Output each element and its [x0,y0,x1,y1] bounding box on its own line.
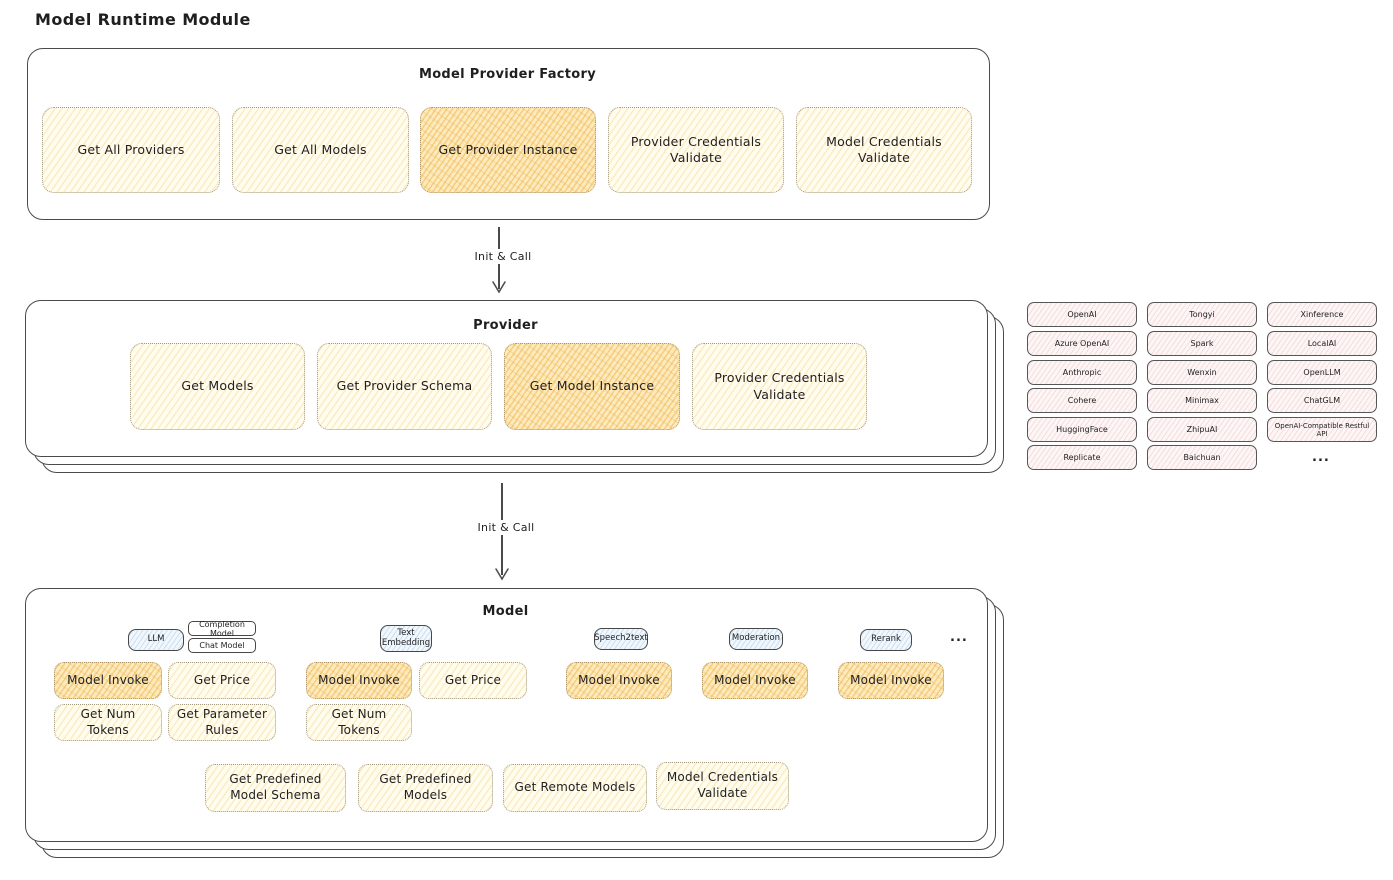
provider-item-openai: OpenAI [1027,302,1137,327]
node-get-all-models: Get All Models [232,107,409,193]
tab-llm: LLM [128,629,184,651]
provider-item-minimax: Minimax [1147,388,1257,413]
node-model-credentials-validate-2: Model Credentials Validate [656,762,789,810]
provider-item-replicate: Replicate [1027,445,1137,470]
node-get-predefined-model-schema: Get Predefined Model Schema [205,764,346,812]
provider-item-wenxin: Wenxin [1147,360,1257,385]
provider-item-anthropic: Anthropic [1027,360,1137,385]
provider-item-openllm: OpenLLM [1267,360,1377,385]
node-provider-credentials-validate: Provider Credentials Validate [608,107,784,193]
node-rerank-model-invoke: Model Invoke [838,662,944,699]
tab-speech2text: Speech2text [594,628,648,650]
node-get-all-providers: Get All Providers [42,107,220,193]
node-llm-get-parameter-rules: Get Parameter Rules [168,704,276,741]
provider-item-azure-openai: Azure OpenAI [1027,331,1137,356]
provider-item-baichuan: Baichuan [1147,445,1257,470]
tab-moderation: Moderation [729,628,783,650]
page-title: Model Runtime Module [35,10,251,29]
provider-more-ellipsis: ... [1312,450,1330,465]
tab-text-embedding: Text Embedding [380,625,432,652]
arrow1-label: Init & Call [456,249,550,264]
node-get-provider-schema: Get Provider Schema [317,343,492,430]
provider-item-zhipuai: ZhipuAI [1147,417,1257,442]
node-llm-model-invoke: Model Invoke [54,662,162,699]
node-get-models: Get Models [130,343,305,430]
node-moderation-model-invoke: Model Invoke [702,662,808,699]
arrow-head-icon [492,281,506,294]
provider-item-huggingface: HuggingFace [1027,417,1137,442]
node-te-model-invoke: Model Invoke [306,662,412,699]
node-get-provider-instance: Get Provider Instance [420,107,596,193]
node-get-predefined-models: Get Predefined Models [358,764,493,812]
provider-item-spark: Spark [1147,331,1257,356]
arrow2-label: Init & Call [459,520,553,535]
node-s2t-model-invoke: Model Invoke [566,662,672,699]
tab-chat-model: Chat Model [188,638,256,653]
node-get-remote-models: Get Remote Models [503,764,647,812]
factory-title: Model Provider Factory [418,67,597,82]
tab-completion-model: Completion Model [188,620,256,638]
tab-rerank: Rerank [860,629,912,651]
node-get-model-instance: Get Model Instance [504,343,680,430]
model-title: Model [482,604,529,619]
provider-title: Provider [473,318,538,333]
node-llm-get-price: Get Price [168,662,276,699]
provider-item-cohere: Cohere [1027,388,1137,413]
arrow-head-icon [495,568,509,581]
node-provider-credentials-validate-2: Provider Credentials Validate [692,343,867,430]
provider-item-chatglm: ChatGLM [1267,388,1377,413]
node-te-get-price: Get Price [419,662,527,699]
provider-item-localai: LocalAI [1267,331,1377,356]
provider-item-openai-compatible: OpenAI-Compatible Restful API [1267,417,1377,442]
node-te-get-num-tokens: Get Num Tokens [306,704,412,741]
provider-item-xinference: Xinference [1267,302,1377,327]
node-model-credentials-validate: Model Credentials Validate [796,107,972,193]
node-llm-get-num-tokens: Get Num Tokens [54,704,162,741]
provider-item-tongyi: Tongyi [1147,302,1257,327]
model-tabs-ellipsis: ... [950,630,968,645]
